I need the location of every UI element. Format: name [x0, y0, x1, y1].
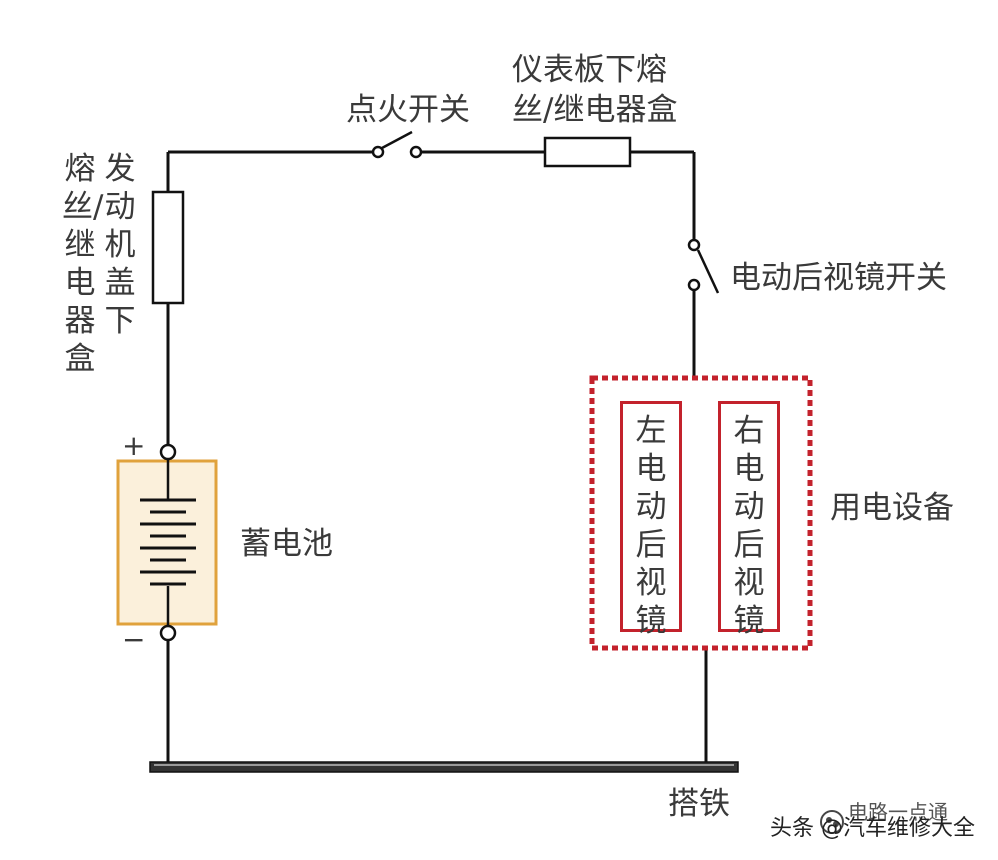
battery-label: 蓄电池 [240, 526, 333, 562]
ground-bus [149, 761, 739, 773]
battery-plus-label: + [122, 429, 146, 462]
battery-symbol [116, 443, 218, 642]
engine-fuse-label-col2: 发动机盖下 [104, 151, 136, 339]
ignition-switch-label: 点火开关 [346, 92, 470, 128]
load-label: 用电设备 [830, 490, 954, 526]
ground-label: 搭铁 [668, 786, 730, 822]
ignition-switch-symbol [371, 130, 423, 159]
dash-fuse-label-line1: 仪表板下熔 [512, 52, 667, 88]
right-mirror-box: 右电动后视镜 [718, 401, 780, 639]
mirror-switch-label: 电动后视镜开关 [730, 260, 947, 296]
watermark-text: 头条 @汽车维修大全 [770, 816, 975, 841]
mirror-switch-symbol [687, 238, 720, 294]
dash-fuse-label-line2: 丝/继电器盒 [512, 92, 678, 128]
right-mirror-label: 右电动后视镜 [733, 413, 765, 639]
wire-network [166, 150, 708, 762]
watermark-logo [820, 810, 844, 834]
engine-fuse-label-col1: 熔丝/继电器盒 [62, 151, 104, 377]
left-mirror-label: 左电动后视镜 [635, 413, 667, 639]
battery-minus-label: − [122, 623, 146, 656]
dash-fuse-symbol [543, 136, 632, 168]
left-mirror-box: 左电动后视镜 [620, 401, 682, 639]
load-group-outline [589, 375, 813, 651]
watermark-overlay: 电路一点通 [848, 800, 948, 824]
engine-fuse-symbol [151, 190, 185, 305]
